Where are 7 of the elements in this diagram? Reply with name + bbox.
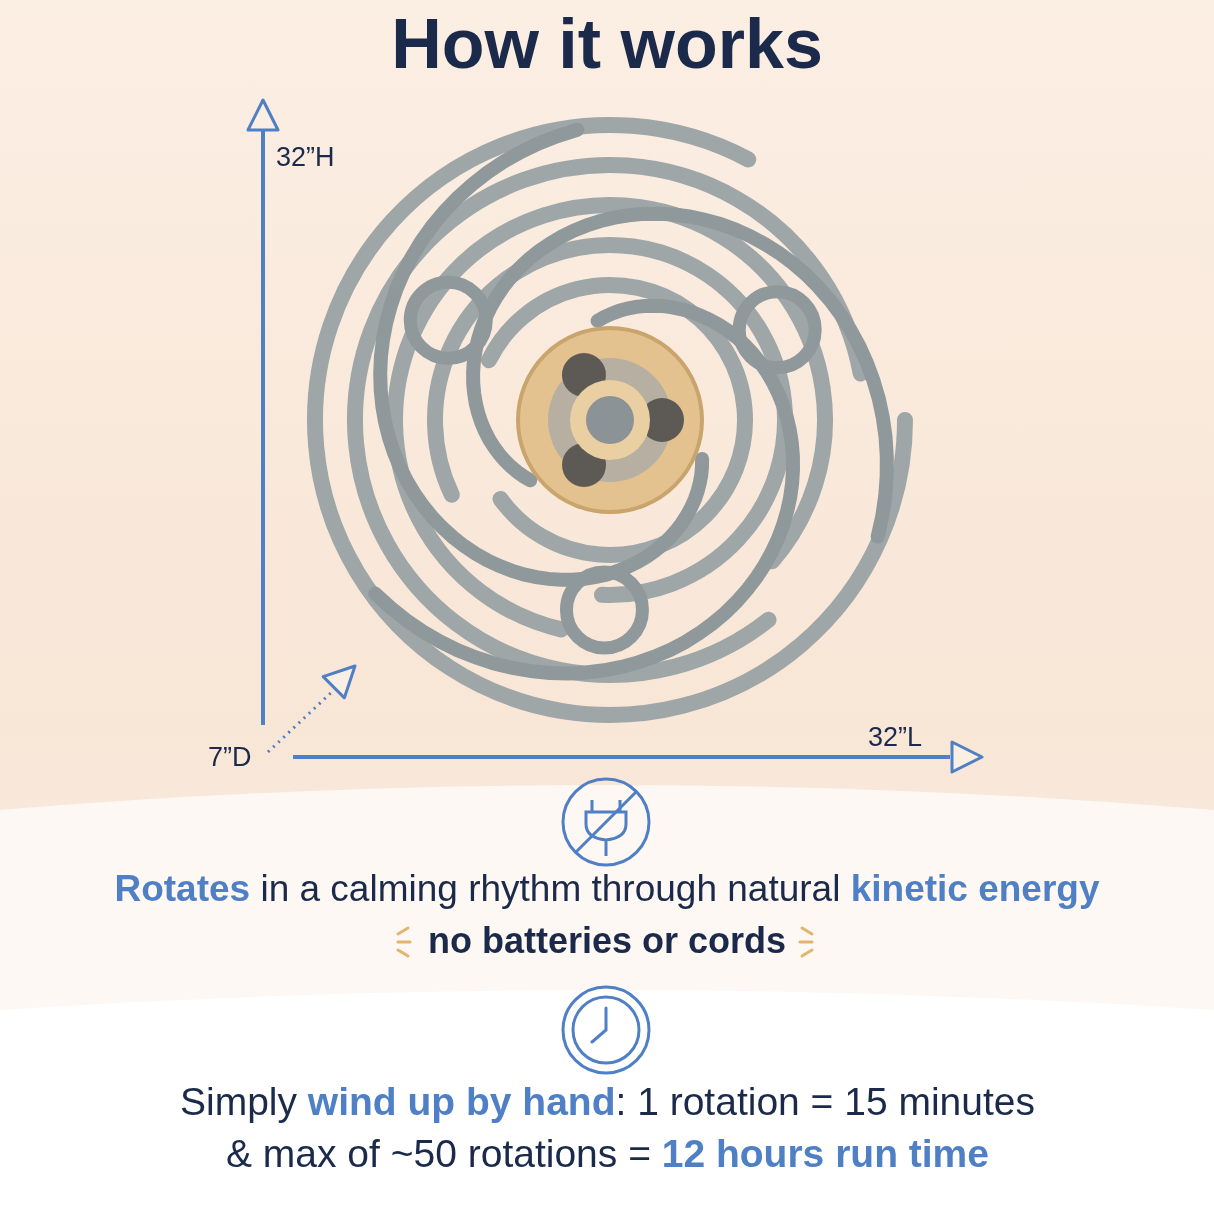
dimension-label: 32”H [276,142,335,173]
title: How it works [390,4,824,84]
feature-note: no batteries or cords [427,920,787,962]
instruction-text: Simply wind up by hand: 1 rotation = 15 minutes & max of ~50 rotations = 12 hours run time [179,1079,1036,1177]
dimension-label: 32”L [868,722,923,753]
feature-text: Rotates in a calming rhythm through natural kinetic energy [113,868,1101,910]
dimension-label: 7”D [208,742,252,773]
